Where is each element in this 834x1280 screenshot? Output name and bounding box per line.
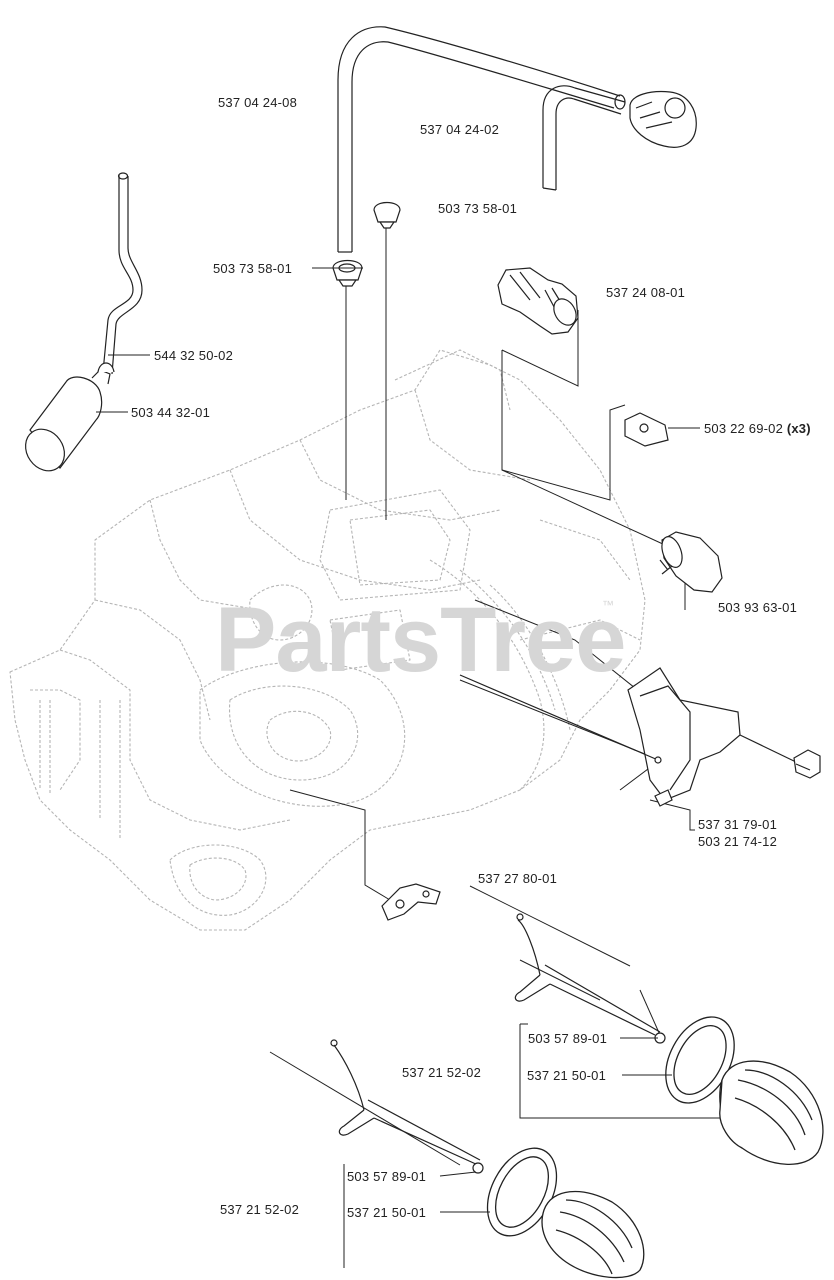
label-bar-plate: 537 31 79-01 [698,817,778,832]
label-cap1-oring: 503 57 89-01 [528,1031,608,1046]
label-cap2-oring: 503 57 89-01 [347,1169,427,1184]
oil-pump-cap-drawing [659,531,723,593]
label-hose-long: 537 04 24-08 [218,95,298,110]
label-fuel-line: 544 32 50-02 [154,348,234,363]
label-clip-nut-qty: (x3) [786,421,811,436]
label-clip-nut: 503 22 69-02 (x3) [704,421,811,436]
cap1-dipstick-drawing [514,913,666,1044]
label-screw: 503 21 74-12 [698,834,778,849]
hose-long-drawing [337,26,626,253]
watermark-trademark: ™ [602,598,614,612]
label-cap2-gasket: 537 21 50-01 [347,1205,427,1220]
bracket-drawing [381,883,441,921]
label-valve-body: 537 24 08-01 [606,285,686,300]
clip-nut-drawing [624,412,669,447]
cap2-gasket-drawing [486,1147,558,1237]
cap1-body-drawing [719,1060,824,1165]
label-grommet-upper: 503 73 58-01 [438,201,518,216]
cap2-dipstick-drawing [330,1039,484,1174]
label-grommet-left: 503 73 58-01 [213,261,293,276]
label-bracket: 537 27 80-01 [478,871,558,886]
crankcase-outline [9,349,646,931]
cap2-body-drawing [541,1190,645,1279]
label-cap1-assembly: 537 21 52-02 [402,1065,482,1080]
label-oil-pump-cap: 503 93 63-01 [718,600,798,615]
label-fuel-filter: 503 44 32-01 [131,405,211,420]
grommet-left-drawing [332,259,363,287]
hose-short-drawing [542,85,626,191]
label-leader-lines [96,354,720,1268]
watermark: PartsTree [215,589,626,691]
bar-plate-drawing [627,667,741,807]
grommet-upper-drawing [373,201,401,229]
pin-drawing [459,674,662,764]
screw-drawing [739,734,821,779]
fuel-pickup-body-drawing [629,90,697,148]
valve-body-drawing [497,267,579,335]
cap1-gasket-drawing [665,1016,735,1104]
fuel-filter-drawing [24,362,115,472]
label-clip-nut-number: 503 22 69-02 [704,421,784,436]
fuel-line-drawing [102,172,143,375]
label-cap1-gasket: 537 21 50-01 [527,1068,607,1083]
label-cap2-assembly: 537 21 52-02 [220,1202,300,1217]
label-hose-short: 537 04 24-02 [420,122,500,137]
